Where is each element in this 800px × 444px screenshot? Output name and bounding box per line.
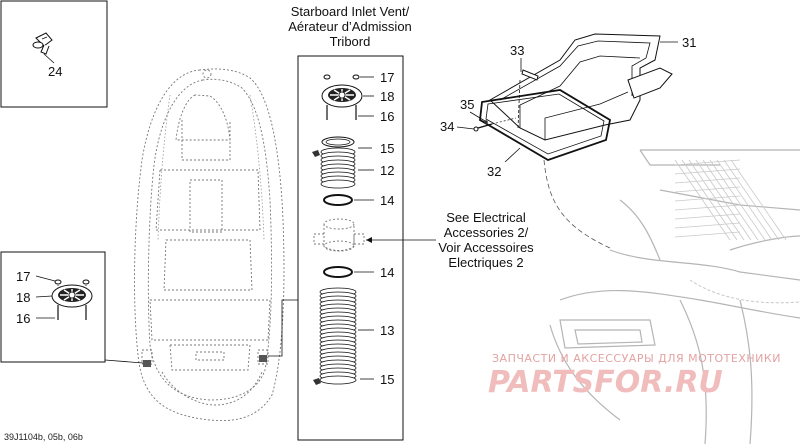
callout-15a: 15 bbox=[380, 141, 394, 156]
mesh-line bbox=[674, 195, 741, 202]
install-line bbox=[543, 159, 611, 249]
retainer-part-33 bbox=[517, 69, 539, 129]
vent-grill-part bbox=[321, 74, 363, 120]
o-ring-part-top bbox=[323, 194, 353, 206]
note-line3: Voir Accessoires bbox=[438, 240, 534, 255]
watercraft-context bbox=[549, 149, 800, 444]
corrugated-hose-part-13 bbox=[319, 287, 357, 385]
watermark-line1: ЗАПЧАСТИ И АКСЕССУАРЫ ДЛЯ МОТОТЕХНИКИ bbox=[492, 352, 781, 365]
note-line1: See Electrical bbox=[446, 210, 526, 225]
callout-17b: 17 bbox=[16, 269, 30, 284]
mesh-line bbox=[702, 159, 759, 241]
screw-part-34-35 bbox=[473, 117, 517, 132]
mesh-line bbox=[709, 159, 766, 241]
storage-bin-part-31 bbox=[489, 33, 673, 141]
callout-16b: 16 bbox=[16, 311, 30, 326]
callout-18a: 18 bbox=[380, 89, 394, 104]
mesh-line bbox=[674, 204, 741, 211]
leader-34 bbox=[456, 126, 475, 130]
ventilation-mesh bbox=[674, 159, 787, 241]
hull-outline bbox=[134, 68, 285, 422]
leader-18b bbox=[35, 295, 53, 298]
mesh-line bbox=[674, 222, 741, 229]
leader-24 bbox=[43, 53, 55, 64]
callout-14a: 14 bbox=[380, 193, 394, 208]
mesh-line bbox=[674, 159, 741, 166]
leader-starboard-vent bbox=[268, 299, 298, 357]
leader-35 bbox=[469, 111, 486, 122]
hose-rib bbox=[319, 375, 357, 385]
callout-16a: 16 bbox=[380, 109, 394, 124]
mesh-line bbox=[674, 168, 741, 175]
inset-box-24 bbox=[0, 0, 108, 108]
mesh-line bbox=[695, 159, 752, 241]
callout-24: 24 bbox=[48, 64, 62, 79]
mesh-line bbox=[716, 159, 773, 241]
callout-14b: 14 bbox=[380, 265, 394, 280]
mesh-line bbox=[688, 159, 745, 241]
note-line4: Electriques 2 bbox=[448, 255, 523, 270]
callout-13: 13 bbox=[380, 323, 394, 338]
hose-clamp-part-top bbox=[312, 136, 355, 157]
diagram-code: 39J1104b, 05b, 06b bbox=[4, 432, 83, 442]
bin-gasket-part-32 bbox=[479, 89, 612, 161]
panel-title-line3: Tribord bbox=[330, 34, 371, 49]
vent-adapter-part bbox=[313, 218, 365, 252]
callout-31: 31 bbox=[682, 35, 696, 50]
callout-32: 32 bbox=[487, 164, 501, 179]
callout-18b: 18 bbox=[16, 290, 30, 305]
arrow-electrical bbox=[366, 237, 372, 243]
callout-17a: 17 bbox=[380, 70, 394, 85]
mesh-line bbox=[674, 177, 741, 184]
vent-port-left bbox=[143, 360, 151, 367]
corrugated-hose-part-12 bbox=[320, 147, 356, 189]
o-ring-part-bottom bbox=[323, 266, 353, 278]
panel-title-line2: Aérateur d’Admission bbox=[288, 19, 412, 34]
inset-vent-assembly bbox=[51, 279, 93, 320]
panel-title-line1: Starboard Inlet Vent/ bbox=[291, 4, 410, 19]
hose-rib bbox=[320, 179, 356, 189]
mesh-line bbox=[674, 213, 741, 220]
callout-35: 35 bbox=[460, 97, 474, 112]
exploded-view-panel bbox=[297, 55, 404, 441]
mesh-line bbox=[730, 159, 787, 241]
leader-32 bbox=[504, 147, 521, 163]
callout-33: 33 bbox=[510, 43, 524, 58]
callout-34: 34 bbox=[440, 119, 454, 134]
inset-box-port-vent bbox=[0, 251, 106, 363]
note-line2: Accessories 2/ bbox=[444, 225, 529, 240]
callout-12: 12 bbox=[380, 163, 394, 178]
watermark-logo: PARTSFOR.RU bbox=[488, 365, 723, 400]
screw-part-24 bbox=[32, 32, 53, 55]
mesh-line bbox=[674, 231, 741, 238]
hose-clamp-part-bottom bbox=[313, 378, 321, 385]
callout-15b: 15 bbox=[380, 372, 394, 387]
leader-17b bbox=[35, 275, 56, 282]
vent-port-right bbox=[259, 355, 267, 362]
leader-port-vent bbox=[104, 359, 144, 364]
mesh-line bbox=[723, 159, 780, 241]
mesh-line bbox=[681, 159, 738, 241]
